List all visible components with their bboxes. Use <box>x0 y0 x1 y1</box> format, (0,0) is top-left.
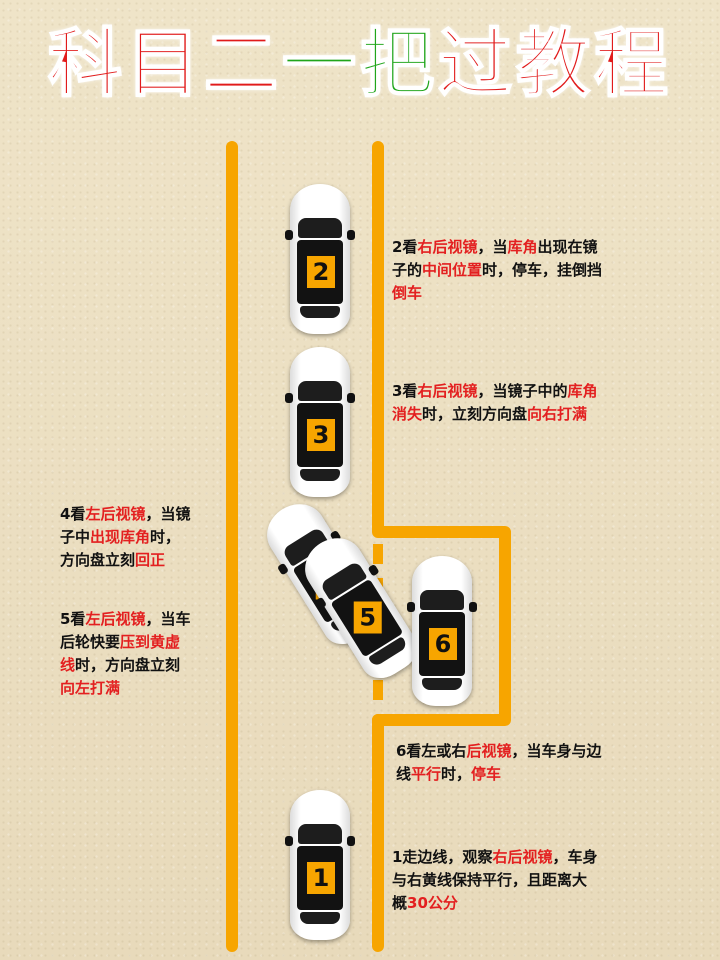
step-1-instruction: 1走边线，观察右后视镜，车身 与右黄线保持平行，且距离大 概30公分 <box>392 848 598 912</box>
step-4-instruction: 4看左后视镜，当镜 子中出现库角时， 方向盘立刻回正 <box>60 505 191 569</box>
title-part-3: 过教程 <box>437 20 672 108</box>
car-3: 3 <box>285 347 355 497</box>
step-3-instruction: 3看右后视镜，当镜子中的库角 消失时，立刻方向盘向右打满 <box>392 382 598 423</box>
car-number-badge: 6 <box>429 628 457 660</box>
car-1: 1 <box>285 790 355 940</box>
car-number-badge: 3 <box>307 419 335 451</box>
right-boundary-line-upper <box>372 141 511 726</box>
car-number-badge: 2 <box>307 256 335 288</box>
title-part-1: 科目二 <box>47 20 282 108</box>
car-2: 2 <box>285 184 355 334</box>
car-number-badge: 5 <box>353 601 382 634</box>
car-6: 6 <box>407 556 477 706</box>
step-6-instruction: 6看左或右后视镜，当车身与边 线平行时，停车 <box>396 742 602 783</box>
step-2-instruction: 2看右后视镜，当库角出现在镜 子的中间位置时，停车，挂倒挡 倒车 <box>392 238 603 302</box>
step-5-instruction: 5看左后视镜，当车 后轮快要压到黄虚 线时，方向盘立刻 向左打满 <box>60 610 191 697</box>
page-title: 科目二一把过教程 <box>0 16 720 112</box>
car-number-badge: 1 <box>307 862 335 894</box>
title-part-2: 一把 <box>281 20 438 108</box>
